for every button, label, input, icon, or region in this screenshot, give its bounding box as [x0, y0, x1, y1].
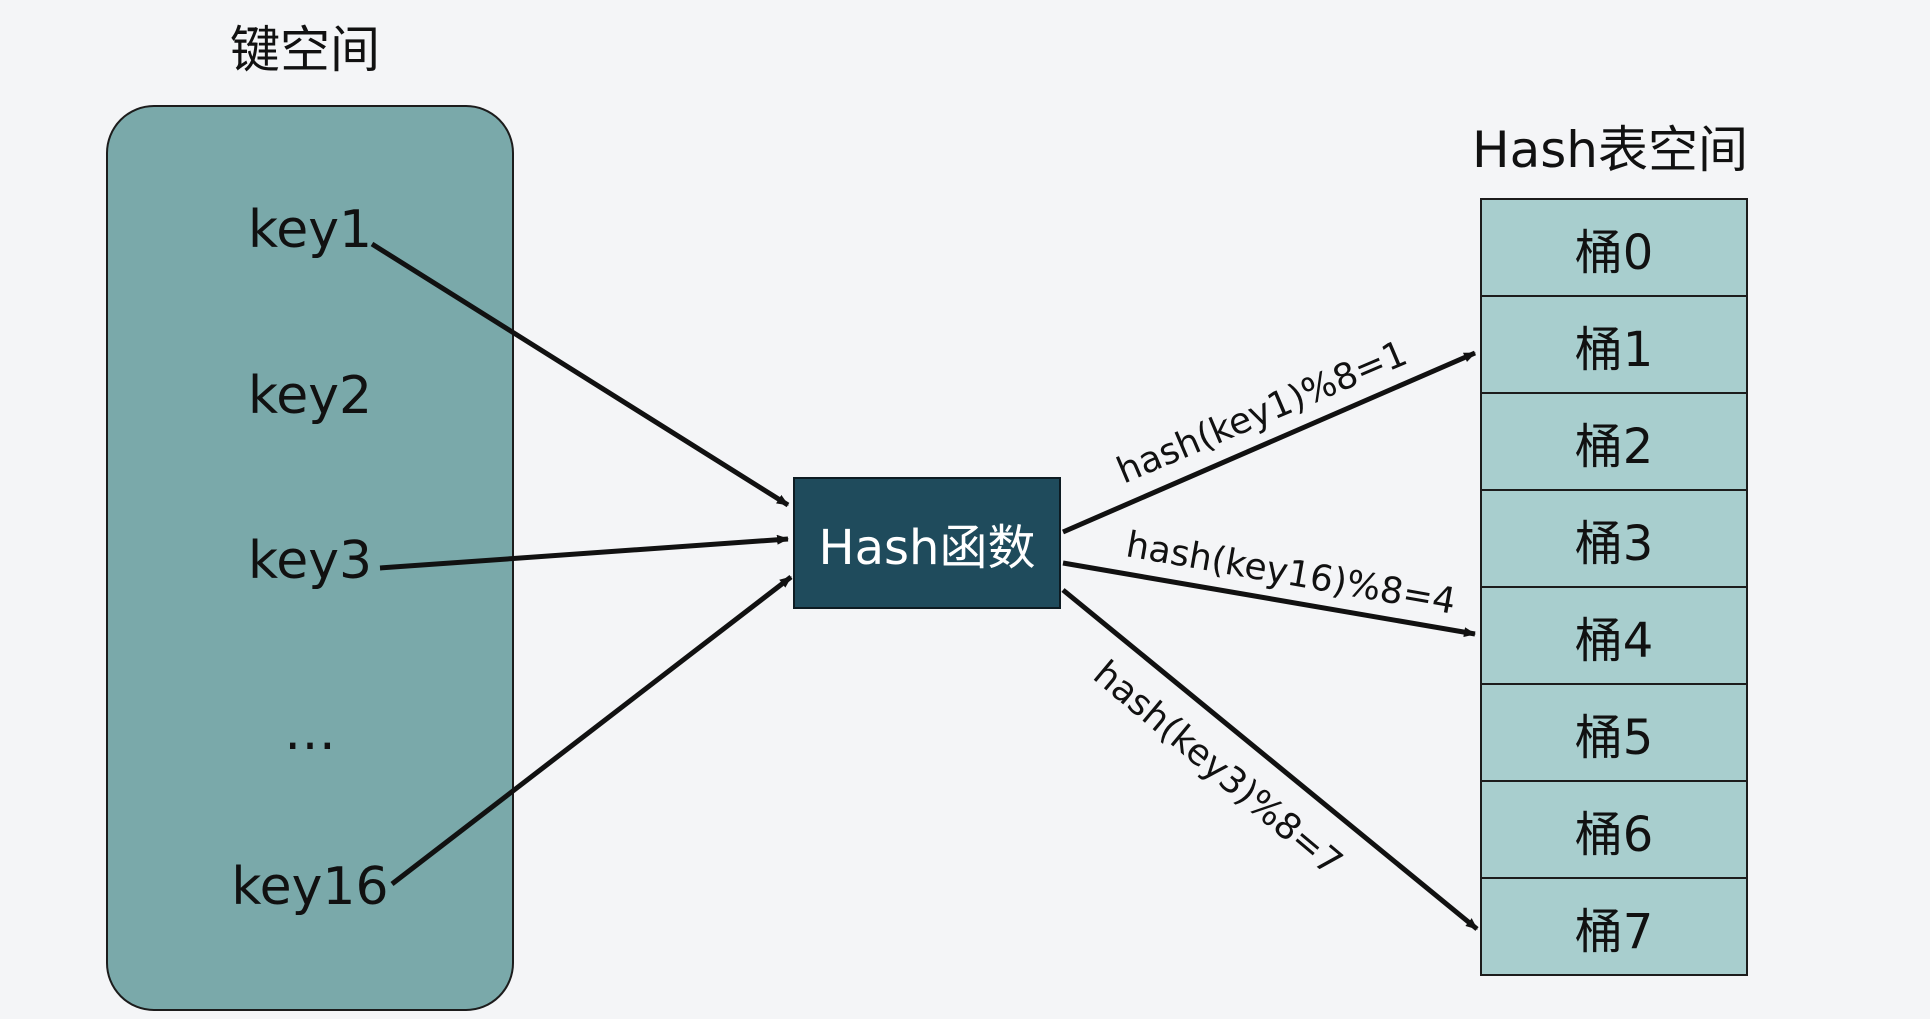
key-label-ellipsis: …: [284, 702, 336, 762]
bucket-6: 桶6: [1482, 782, 1746, 879]
arrow-hash-to-bucket-1: [1062, 350, 1476, 535]
arrow-hash-to-bucket-7: [1061, 588, 1479, 931]
key-label-key2: key2: [247, 366, 373, 426]
mapping-label-key16: hash(key16)%8=4: [1123, 524, 1459, 623]
bucket-1: 桶1: [1482, 297, 1746, 394]
bucket-table: 桶0 桶1 桶2 桶3 桶4 桶5 桶6 桶7: [1480, 198, 1748, 976]
bucket-4: 桶4: [1482, 588, 1746, 685]
bucket-2: 桶2: [1482, 394, 1746, 491]
mapping-label-key3: hash(key3)%8=7: [1085, 653, 1350, 885]
key-space-title: 键空间: [230, 21, 380, 79]
hash-function-label: Hash函数: [818, 520, 1036, 576]
key-label-key1: key1: [247, 200, 373, 260]
mapping-label-key1: hash(key1)%8=1: [1111, 332, 1414, 493]
key-label-key16: key16: [231, 857, 389, 917]
bucket-0: 桶0: [1482, 200, 1746, 297]
key-label-key3: key3: [247, 531, 373, 591]
bucket-7: 桶7: [1482, 879, 1746, 974]
bucket-3: 桶3: [1482, 491, 1746, 588]
hash-function-box: Hash函数: [793, 477, 1061, 609]
hash-space-title: Hash表空间: [1472, 121, 1748, 179]
bucket-5: 桶5: [1482, 685, 1746, 782]
